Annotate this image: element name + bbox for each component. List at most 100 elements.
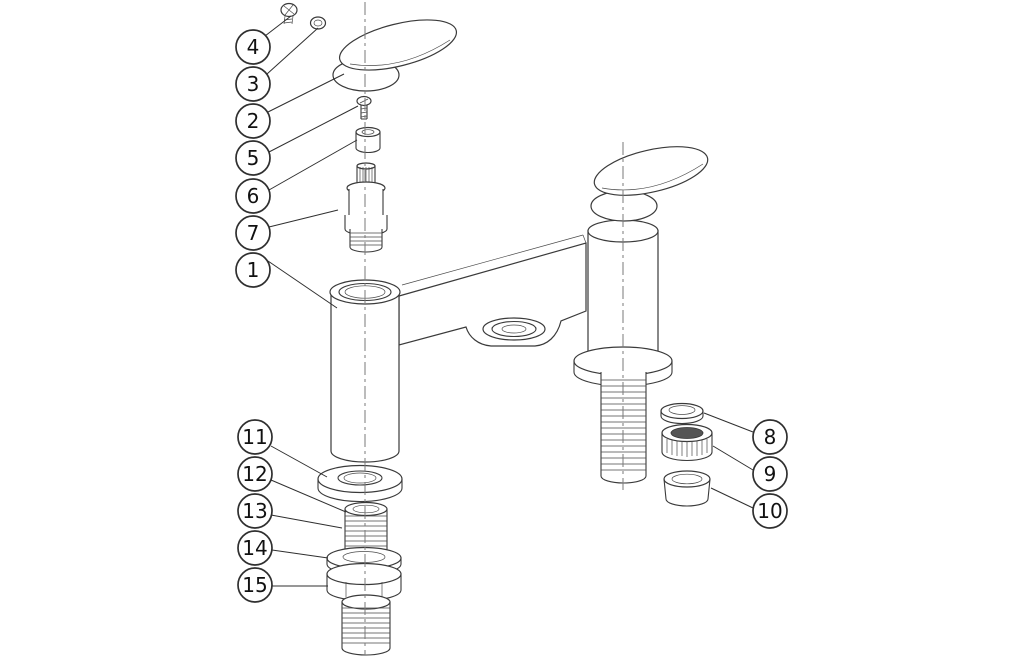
balloon-11-circle bbox=[237, 419, 273, 455]
balloon-7: 7 bbox=[235, 215, 271, 251]
balloon-9: 9 bbox=[752, 456, 788, 492]
housing10-top bbox=[663, 470, 711, 488]
handle2-crease bbox=[349, 39, 451, 66]
nut3-body bbox=[309, 16, 327, 30]
balloon-15-label: 15 bbox=[242, 573, 267, 597]
ring12-bore bbox=[352, 504, 380, 514]
lower-tail-thread bbox=[341, 594, 391, 656]
balloons: 4 3 2 5 6 7 1 11 bbox=[235, 29, 788, 603]
screw5-threads bbox=[360, 107, 368, 118]
balloon-7-circle bbox=[235, 215, 271, 251]
spout-opening-inner bbox=[501, 324, 527, 334]
part-10-aerator-housing bbox=[663, 470, 711, 507]
balloon-1: 1 bbox=[235, 252, 271, 288]
washer8-bore bbox=[668, 405, 696, 415]
leader-10 bbox=[710, 487, 754, 509]
balloon-3-circle bbox=[235, 66, 271, 102]
esc11-top bbox=[317, 464, 403, 494]
balloon-13-label: 13 bbox=[242, 499, 267, 523]
part-3-fixing-nut bbox=[309, 16, 327, 30]
leader-13 bbox=[270, 514, 343, 529]
esc11-side bbox=[317, 479, 403, 503]
balloon-2: 2 bbox=[235, 103, 271, 139]
balloon-6-label: 6 bbox=[247, 184, 260, 208]
spacer6-bore bbox=[361, 129, 375, 135]
cart7-body-fill bbox=[349, 189, 383, 215]
balloon-12-label: 12 bbox=[242, 462, 267, 486]
balloon-9-circle bbox=[752, 456, 788, 492]
bridge-top-edge bbox=[401, 234, 587, 286]
balloon-15: 15 bbox=[237, 567, 273, 603]
right-tail-sides bbox=[600, 372, 647, 476]
part-2-handle bbox=[332, 19, 458, 92]
cart7-thread-sides bbox=[349, 229, 383, 253]
balloon-4: 4 bbox=[235, 29, 271, 65]
bridge-spout bbox=[398, 234, 587, 347]
nut3-bore bbox=[313, 19, 323, 27]
balloon-14-circle bbox=[237, 530, 273, 566]
balloon-4-label: 4 bbox=[247, 35, 260, 59]
part-4-screw bbox=[280, 2, 298, 25]
balloon-5-label: 5 bbox=[247, 146, 260, 170]
part-11-escutcheon bbox=[317, 464, 403, 503]
balloon-14: 14 bbox=[237, 530, 273, 566]
leader-3 bbox=[266, 27, 319, 75]
balloon-10-circle bbox=[752, 493, 788, 529]
leader-9 bbox=[712, 445, 754, 471]
balloon-6-circle bbox=[235, 178, 271, 214]
cart7-thread-fill bbox=[350, 229, 382, 247]
washer14-bore bbox=[342, 551, 386, 563]
leader-lines bbox=[264, 15, 754, 587]
insert9-side bbox=[661, 433, 713, 462]
insert9-mesh bbox=[670, 427, 704, 439]
part-9-aerator-insert bbox=[661, 423, 713, 462]
balloon-3: 3 bbox=[235, 66, 271, 102]
balloon-8-circle bbox=[752, 419, 788, 455]
part-12-seal-ring bbox=[344, 501, 388, 517]
nut15-top bbox=[326, 562, 402, 586]
balloon-1-label: 1 bbox=[247, 258, 260, 282]
spacer6-top bbox=[355, 126, 381, 138]
tail-low-fill bbox=[342, 602, 390, 648]
leader-2 bbox=[267, 73, 345, 113]
leader-4 bbox=[264, 15, 292, 37]
leader-11 bbox=[270, 445, 328, 478]
handle2-lever bbox=[338, 19, 458, 71]
balloon-11-label: 11 bbox=[242, 425, 267, 449]
balloon-10: 10 bbox=[752, 493, 788, 529]
screw4-shank bbox=[283, 15, 294, 25]
tail-low-top bbox=[341, 594, 391, 610]
part-15-backnut bbox=[326, 562, 402, 602]
balloon-13-circle bbox=[237, 493, 273, 529]
cart7-hex-fill bbox=[345, 215, 387, 229]
nut15-slots bbox=[345, 582, 383, 597]
balloon-12-circle bbox=[237, 456, 273, 492]
balloon-9-label: 9 bbox=[764, 462, 777, 486]
balloon-5: 5 bbox=[235, 140, 271, 176]
balloon-2-label: 2 bbox=[247, 109, 260, 133]
tail-low-threads bbox=[342, 607, 390, 644]
leader-6 bbox=[268, 139, 358, 191]
tail-low-sides bbox=[341, 602, 391, 656]
balloon-10-label: 10 bbox=[757, 499, 782, 523]
cart7-threads bbox=[350, 232, 382, 246]
centerlines bbox=[364, 2, 624, 655]
balloon-2-circle bbox=[235, 103, 271, 139]
leader-14 bbox=[271, 549, 329, 559]
esc11-hole-inner bbox=[343, 472, 377, 484]
cart7-splines bbox=[359, 167, 373, 185]
balloon-8-label: 8 bbox=[764, 425, 777, 449]
leader-12 bbox=[270, 479, 347, 513]
left-pillar-body bbox=[330, 291, 400, 463]
balloon-14-label: 14 bbox=[242, 536, 267, 560]
washer8-side bbox=[660, 411, 704, 425]
housing10-side bbox=[663, 478, 711, 507]
balloon-13: 13 bbox=[237, 493, 273, 529]
balloon-3-label: 3 bbox=[247, 72, 260, 96]
right-handle-crease bbox=[601, 163, 704, 191]
balloon-8: 8 bbox=[752, 419, 788, 455]
leader-8 bbox=[703, 412, 754, 433]
leader-1 bbox=[267, 260, 338, 309]
